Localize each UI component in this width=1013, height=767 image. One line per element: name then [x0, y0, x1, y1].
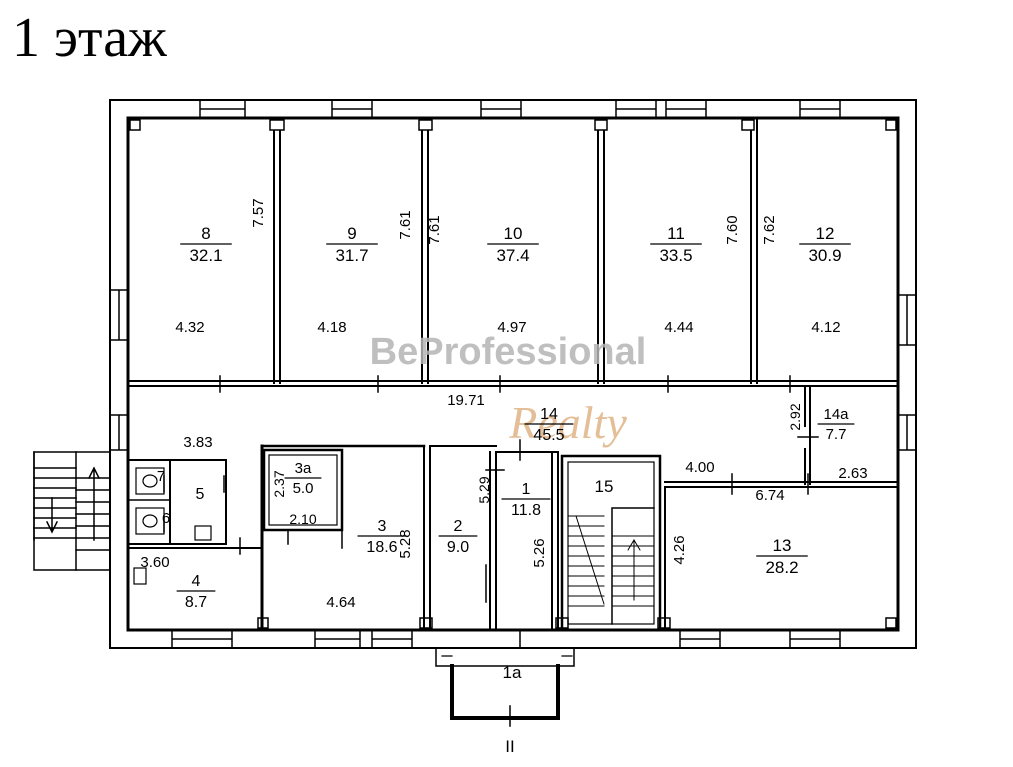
- room-1-label: 111.8: [501, 481, 551, 519]
- room-area: 7.7: [826, 426, 847, 443]
- room-4-label: 48.7: [176, 573, 216, 611]
- room-5-label: 5: [196, 486, 205, 503]
- dimension-label: 3.83: [183, 434, 212, 451]
- dimension-label: 5.26: [531, 538, 548, 567]
- dimension-label: 7.61: [397, 210, 414, 239]
- room-8-label: 832.1: [180, 224, 232, 265]
- room-area: 32.1: [189, 246, 222, 265]
- room-number: 11: [667, 224, 685, 243]
- watermark-text-script: Realty: [508, 397, 627, 448]
- dimension-label: 2.10: [289, 511, 316, 527]
- room-11-label: 11 33.5: [650, 224, 702, 265]
- room-number: 14а: [823, 406, 849, 423]
- dimension-label: 4.32: [175, 319, 204, 336]
- room-1a-label: 1а: [503, 663, 522, 682]
- room-13-label: 13 28.2: [756, 536, 808, 577]
- dimension-label: 4.18: [317, 319, 346, 336]
- room-9-label: 931.7: [326, 224, 378, 265]
- room-number: 14: [540, 406, 558, 423]
- room-15-label: 15: [595, 477, 614, 496]
- room-area: 5.0: [293, 480, 314, 497]
- dimension-label: 7.57: [250, 198, 267, 227]
- room-number: 8: [201, 224, 210, 243]
- room-10-label: 10 37.4: [487, 224, 539, 265]
- dimension-label: 19.71: [447, 392, 485, 409]
- dimension-label: 7.61: [426, 215, 443, 244]
- room-3-label: 318.6: [357, 518, 407, 556]
- room-7-label: 7: [157, 468, 165, 485]
- dimension-label: 7.62: [761, 215, 778, 244]
- dimension-label: 6.74: [755, 487, 784, 504]
- room-number: 3а: [295, 460, 312, 477]
- room-6-label: 6: [162, 510, 170, 527]
- room-area: 11.8: [511, 502, 541, 519]
- dimension-label: 7.60: [724, 215, 741, 244]
- room-2-label: 29.0: [438, 518, 478, 556]
- room-number: 1: [522, 481, 531, 498]
- room-number: 12: [816, 224, 835, 243]
- dimension-label: 4.97: [497, 319, 526, 336]
- dimension-label: 5.28: [397, 529, 414, 558]
- dimension-label: 2.63: [838, 465, 867, 482]
- dimension-label: 5.29: [476, 476, 492, 503]
- floor-title: 1 этаж: [12, 7, 167, 69]
- section-label: II: [505, 737, 514, 756]
- room-number: 4: [192, 573, 201, 590]
- room-area: 45.5: [533, 427, 564, 444]
- room-number: 9: [347, 224, 356, 243]
- room-3a-label: 3а5.0: [284, 460, 322, 497]
- dimension-label: 4.26: [671, 535, 688, 564]
- room-area: 33.5: [659, 246, 692, 265]
- room-area: 8.7: [185, 594, 207, 611]
- dimension-label: 4.44: [664, 319, 693, 336]
- room-area: 30.9: [808, 246, 841, 265]
- room-area: 18.6: [366, 539, 397, 556]
- dimension-label: 2.37: [271, 470, 287, 497]
- dimension-label: 4.64: [326, 594, 355, 611]
- dimension-label: 4.12: [811, 319, 840, 336]
- room-number: 13: [773, 536, 792, 555]
- room-number: 10: [504, 224, 523, 243]
- room-12-label: 12 30.9: [799, 224, 851, 265]
- room-area: 37.4: [496, 246, 529, 265]
- room-number: 2: [454, 518, 463, 535]
- room-area: 31.7: [335, 246, 368, 265]
- room-area: 28.2: [765, 558, 798, 577]
- room-area: 9.0: [447, 539, 469, 556]
- room-number: 3: [378, 518, 387, 535]
- dimension-label: 3.60: [140, 554, 169, 571]
- dimension-label: 4.00: [685, 459, 714, 476]
- watermark-text: BeProfessional: [370, 331, 647, 373]
- dimension-label: 2.92: [787, 403, 803, 430]
- room-14-label: 14 45.5: [524, 406, 574, 444]
